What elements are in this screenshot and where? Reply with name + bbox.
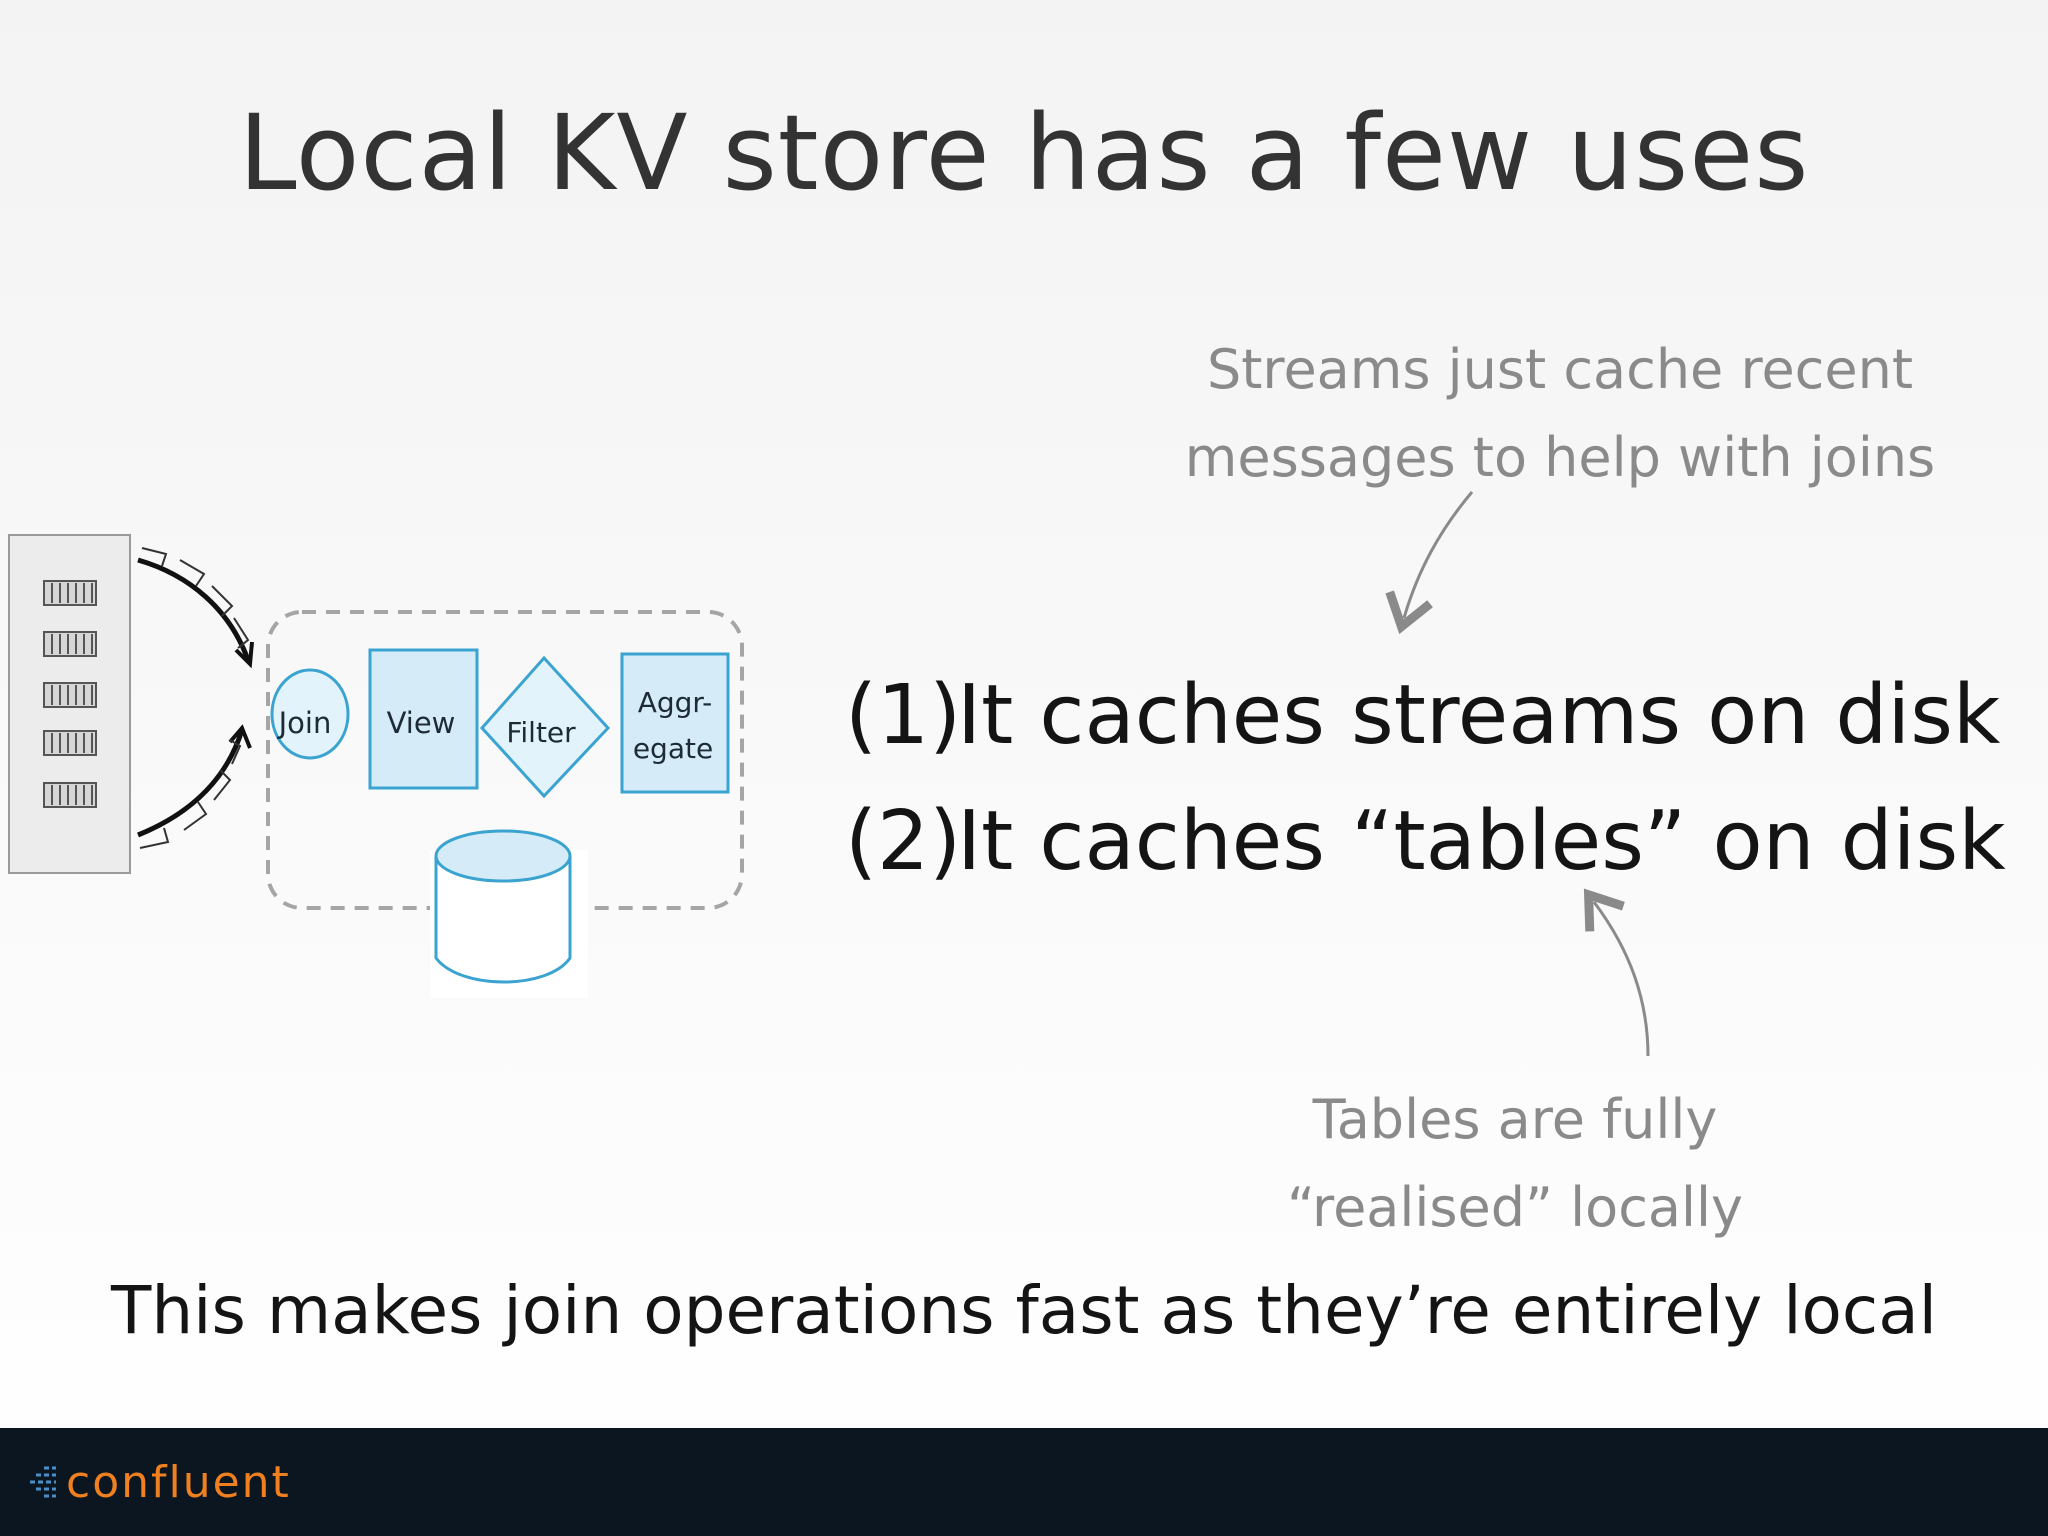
aggregate-label-line-2: egate <box>633 732 713 765</box>
confluent-logo-text: confluent <box>66 1456 291 1508</box>
incoming-stream-top <box>137 547 254 669</box>
point-number: (1) <box>845 668 962 763</box>
confluent-logo-icon <box>30 1466 56 1498</box>
point-text: It caches “tables” on disk <box>957 794 2006 889</box>
partition-icon <box>43 782 97 808</box>
tables-annotation-line-1: Tables are fully <box>1312 1088 1718 1151</box>
partition-icon <box>43 631 97 657</box>
partition-icon <box>43 580 97 606</box>
join-operator: Join <box>270 668 350 760</box>
filter-operator: Filter <box>479 655 611 799</box>
incoming-stream-bottom <box>137 724 252 849</box>
tables-annotation: Tables are fully “realised” locally <box>1280 1076 1750 1252</box>
confluent-logo: confluent <box>26 1452 291 1512</box>
point-streams: (1)It caches streams on disk <box>845 668 2000 763</box>
streams-annotation-line-1: Streams just cache recent <box>1206 338 1913 401</box>
aggregate-label-line-1: Aggr- <box>638 686 713 719</box>
point-tables: (2)It caches “tables” on disk <box>845 794 2006 889</box>
tables-annotation-line-2: “realised” locally <box>1287 1176 1743 1239</box>
filter-label: Filter <box>506 716 576 749</box>
point-number: (2) <box>845 794 962 889</box>
point-text: It caches streams on disk <box>957 668 2001 763</box>
view-operator: View <box>368 648 479 790</box>
footer-bar: confluent <box>0 1428 2048 1536</box>
streams-annotation-arrow <box>1385 491 1474 635</box>
partition-icon <box>43 682 97 708</box>
slide-title: Local KV store has a few uses <box>238 92 1810 214</box>
kafka-topic-rack <box>8 534 131 874</box>
slide: Local KV store has a few uses Streams ju… <box>8 92 2006 1349</box>
streams-annotation: Streams just cache recent messages to he… <box>1180 326 1940 502</box>
streams-diagram: Join View Filter Aggr- egate <box>8 491 1650 1057</box>
join-label: Join <box>277 706 332 740</box>
tables-annotation-arrow <box>1583 888 1650 1057</box>
partition-icon <box>43 730 97 756</box>
aggregate-operator: Aggr- egate <box>620 652 730 794</box>
streams-annotation-line-2: messages to help with joins <box>1184 426 1936 489</box>
view-label: View <box>387 706 456 740</box>
state-store-database-icon <box>430 829 588 998</box>
conclusion-text: This makes join operations fast as they’… <box>111 1272 1937 1349</box>
